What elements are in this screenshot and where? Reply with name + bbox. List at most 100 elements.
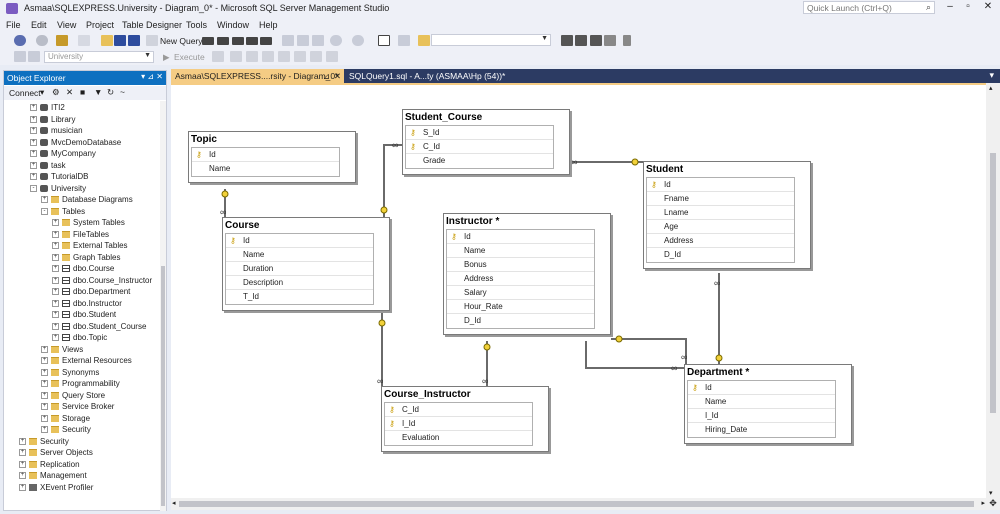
redo-icon[interactable] — [352, 35, 364, 46]
refresh-icon[interactable]: ↻ — [107, 87, 115, 97]
column-row[interactable]: Address — [647, 234, 794, 248]
object-explorer-scrollbar[interactable] — [160, 101, 166, 511]
pin-icon[interactable]: ⊿ — [322, 71, 330, 81]
tree-item-security[interactable]: +Security — [41, 425, 91, 436]
dmx-query-icon[interactable] — [232, 37, 244, 45]
tree-item-dbo-topic[interactable]: +dbo.Topic — [52, 333, 107, 344]
execute-button[interactable]: Execute — [174, 52, 205, 62]
expand-icon[interactable]: + — [52, 334, 59, 342]
stop-icon[interactable]: ■ — [80, 87, 86, 97]
tree-item-management[interactable]: +Management — [19, 471, 87, 482]
expand-icon[interactable]: + — [52, 242, 59, 250]
forward-icon[interactable] — [36, 35, 48, 46]
tree-item-task[interactable]: +task — [30, 161, 66, 172]
mdx-query-icon[interactable] — [217, 37, 229, 45]
column-row[interactable]: Evaluation — [385, 431, 532, 445]
expand-icon[interactable]: + — [41, 196, 48, 204]
expand-icon[interactable]: + — [19, 449, 26, 457]
folder-icon[interactable] — [101, 35, 113, 46]
column-row[interactable]: ⚷C_Id — [385, 403, 532, 417]
tab-sqlquery1[interactable]: SQLQuery1.sql - A...ty (ASMAA\Hp (54))* — [345, 69, 520, 83]
tree-item-dbo-department[interactable]: +dbo.Department — [52, 287, 130, 298]
wrench-icon[interactable] — [561, 35, 573, 46]
tree-item-library[interactable]: +Library — [30, 115, 75, 126]
expand-icon[interactable]: + — [30, 150, 37, 158]
tree-item-university[interactable]: -University — [30, 184, 86, 195]
indent-icon[interactable] — [326, 51, 338, 62]
tree-item-external-tables[interactable]: +External Tables — [52, 241, 128, 252]
include-plan-icon[interactable] — [278, 51, 290, 62]
expand-icon[interactable]: + — [19, 472, 26, 480]
column-row[interactable]: D_Id — [447, 314, 594, 328]
tree-item-views[interactable]: +Views — [41, 345, 83, 356]
tree-item-server-objects[interactable]: +Server Objects — [19, 448, 93, 459]
expand-icon[interactable]: + — [52, 230, 59, 238]
tree-item-system-tables[interactable]: +System Tables — [52, 218, 125, 229]
tree-item-query-store[interactable]: +Query Store — [41, 391, 105, 402]
close-button[interactable]: ✕ — [983, 1, 993, 12]
column-row[interactable]: ⚷I_Id — [385, 417, 532, 431]
expand-icon[interactable]: + — [30, 173, 37, 181]
tree-item-dbo-course[interactable]: +dbo.Course — [52, 264, 114, 275]
menu-project[interactable]: Project — [86, 20, 115, 30]
expand-icon[interactable]: + — [30, 161, 37, 169]
expand-icon[interactable]: + — [41, 391, 48, 399]
column-row[interactable]: ⚷S_Id — [406, 126, 553, 140]
undo-icon[interactable] — [330, 35, 342, 46]
back-icon[interactable] — [14, 35, 26, 46]
tree-item-dbo-instructor[interactable]: +dbo.Instructor — [52, 299, 122, 310]
tree-item-graph-tables[interactable]: +Graph Tables — [52, 253, 120, 264]
quick-launch-input[interactable]: Quick Launch (Ctrl+Q) ⌕ — [803, 1, 935, 14]
column-row[interactable]: ⚷Id — [688, 381, 835, 395]
expand-icon[interactable]: + — [41, 368, 48, 376]
menu-edit[interactable]: Edit — [31, 20, 47, 30]
column-row[interactable]: T_Id — [226, 290, 373, 304]
expand-icon[interactable]: + — [41, 426, 48, 434]
properties-icon[interactable] — [575, 35, 587, 46]
tree-item-iti2[interactable]: +ITI2 — [30, 103, 65, 114]
toolbar-options-icon[interactable] — [623, 35, 631, 46]
tree-item-tutorialdb[interactable]: +TutorialDB — [30, 172, 89, 183]
new-query-icon[interactable] — [146, 35, 158, 46]
collapse-icon[interactable]: - — [41, 207, 48, 215]
column-row[interactable]: ⚷Id — [226, 234, 373, 248]
tree-item-dbo-student-course[interactable]: +dbo.Student_Course — [52, 322, 146, 333]
connect-dropdown[interactable]: Connect — [9, 88, 41, 98]
expand-icon[interactable]: + — [19, 483, 26, 491]
activity-monitor-icon[interactable] — [378, 35, 390, 46]
column-row[interactable]: Name — [447, 244, 594, 258]
menu-view[interactable]: View — [57, 20, 77, 30]
scroll-down-icon[interactable]: ▾ — [989, 490, 993, 497]
disconnect-icon[interactable] — [28, 51, 40, 62]
tree-item-mvcdemodatabase[interactable]: +MvcDemoDatabase — [30, 138, 121, 149]
expand-icon[interactable]: + — [41, 414, 48, 422]
query-options-icon[interactable] — [262, 51, 274, 62]
database-selector[interactable]: University▼ — [44, 51, 154, 63]
column-row[interactable]: D_Id — [647, 248, 794, 262]
expand-icon[interactable]: + — [41, 345, 48, 353]
display-plan-icon[interactable] — [246, 51, 258, 62]
column-row[interactable]: ⚷C_Id — [406, 140, 553, 154]
tree-item-database-diagrams[interactable]: +Database Diagrams — [41, 195, 133, 206]
expand-icon[interactable]: + — [19, 460, 26, 468]
column-row[interactable]: ⚷Id — [192, 148, 339, 162]
object-explorer-icon[interactable] — [604, 35, 616, 46]
connect-icon[interactable] — [14, 51, 26, 62]
tree-item-service-broker[interactable]: +Service Broker — [41, 402, 114, 413]
new-project-icon[interactable] — [56, 35, 68, 46]
scroll-up-icon[interactable]: ▴ — [989, 85, 993, 92]
menu-help[interactable]: Help — [259, 20, 278, 30]
expand-icon[interactable]: + — [30, 115, 37, 123]
object-explorer-scroll-thumb[interactable] — [161, 266, 165, 506]
close-tab-icon[interactable]: ✕ — [333, 71, 341, 81]
solution-config-icon[interactable] — [398, 35, 410, 46]
find-combo[interactable]: ▼ — [431, 34, 551, 46]
expand-icon[interactable]: + — [52, 288, 59, 296]
